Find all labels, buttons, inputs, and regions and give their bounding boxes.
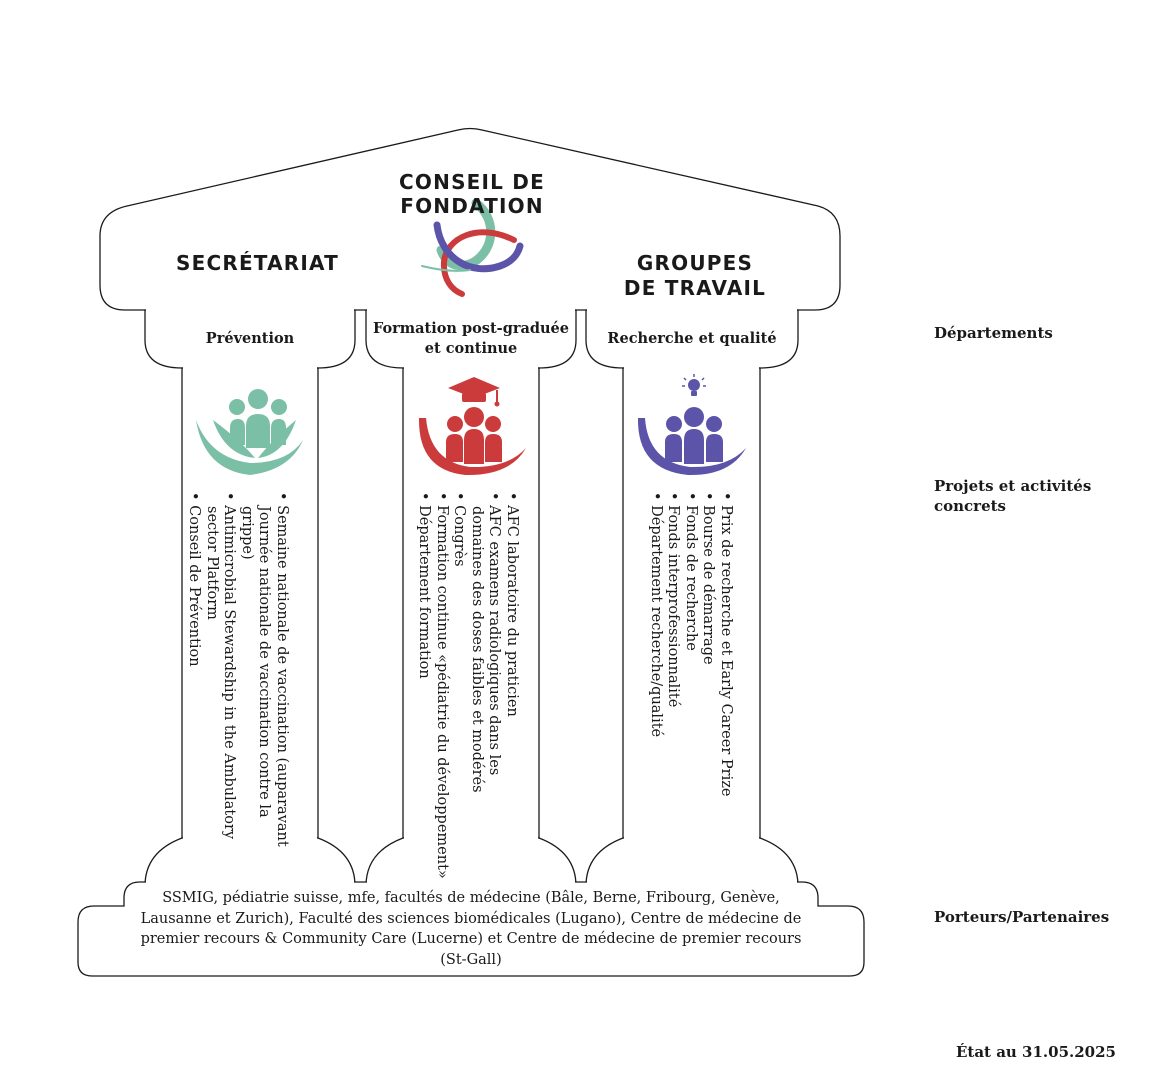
list-item: Formation continue «pédiatrie du dévelop… <box>433 492 450 879</box>
list-item: Antimicrobial Stewardship in the Ambulat… <box>203 492 238 872</box>
partners-text: SSMIG, pédiatrie suisse, mfe, facultés d… <box>140 890 802 968</box>
graduation-group-icon <box>418 377 526 476</box>
family-care-icon <box>196 389 303 475</box>
list-item: Prix de recherche et Early Career Prize <box>717 492 734 796</box>
list-item: Congrès <box>450 492 468 844</box>
side-label-partners: Porteurs/Partenaires <box>934 908 1110 926</box>
projects-list-research: Prix de recherche et Early Career Prize … <box>647 492 734 796</box>
department-name-research: Recherche et qualité <box>607 330 777 347</box>
list-item: AFC examens radiologiques dans les domai… <box>468 492 503 844</box>
list-item: Semaine nationale de vaccination (aupara… <box>238 492 290 872</box>
list-item: Fonds interprofessionnalité <box>664 492 682 792</box>
roof-shape <box>99 127 841 311</box>
side-label-departments: Départements <box>934 324 1053 342</box>
working-groups-label: GROUPES DE TRAVAIL <box>620 251 770 301</box>
list-item: AFC laboratoire du praticien <box>503 492 520 844</box>
list-item: Fonds de recherche <box>682 492 699 792</box>
projects-list-formation: AFC laboratoire du praticien AFC examens… <box>415 492 521 879</box>
department-name-formation: Formation post-graduée et continue <box>372 320 569 357</box>
projects-list-prevention: Semaine nationale de vaccination (aupara… <box>185 492 291 872</box>
department-name-prevention: Prévention <box>205 330 295 347</box>
working-groups-line-1: GROUPES <box>636 251 754 275</box>
foundation-logo-icon <box>421 198 524 297</box>
side-label-projects: Projets et activités concrets <box>934 477 1092 515</box>
foot-3 <box>585 837 799 887</box>
date-stamp: État au 31.05.2025 <box>955 1043 1116 1061</box>
research-group-icon <box>637 374 746 476</box>
list-item: Département formation <box>415 492 433 844</box>
foot-2 <box>365 837 577 887</box>
list-item: Département recherche/qualité <box>647 492 664 792</box>
list-item: Bourse de démarrage <box>699 492 717 792</box>
secretariat-label: SECRÉTARIAT <box>176 251 339 275</box>
list-item: Conseil de Prévention <box>185 492 203 872</box>
base-shape <box>77 881 865 977</box>
page-title: CONSEIL DE FONDATION <box>399 170 545 218</box>
working-groups-line-2: DE TRAVAIL <box>623 276 767 300</box>
